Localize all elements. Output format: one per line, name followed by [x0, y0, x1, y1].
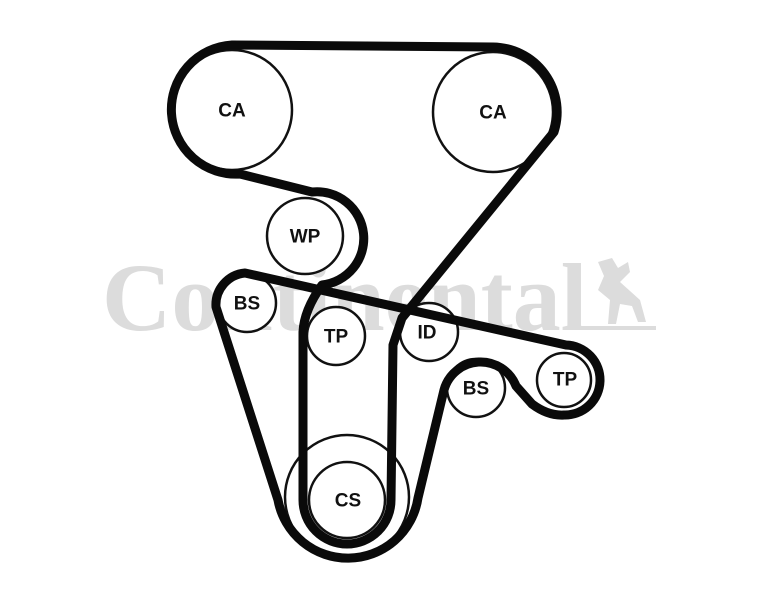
horse-logo-icon [580, 258, 656, 330]
pulley-label: ID [418, 323, 437, 344]
pulley-label: TP [553, 370, 578, 391]
pulley-wp: WP [265, 196, 345, 276]
timing-belt [166, 40, 562, 549]
continental-watermark: Continental [102, 244, 656, 351]
pulley-label: BS [234, 294, 260, 315]
accessory-belt [211, 268, 605, 563]
pulley-label: WP [290, 227, 321, 248]
pulley-bs-left: BS [216, 272, 278, 334]
pulley-label: CA [218, 101, 246, 122]
pulley-label: CS [335, 491, 361, 512]
pulley-label: CA [479, 103, 507, 124]
pulley-label: BS [463, 379, 489, 400]
pulley-cs: CS [307, 460, 387, 540]
pulley-bs-right: BS [445, 357, 507, 419]
pulley-tp-center: TP [305, 305, 367, 367]
pulley-label: TP [324, 327, 349, 348]
pulley-tp-right: TP [535, 351, 593, 409]
